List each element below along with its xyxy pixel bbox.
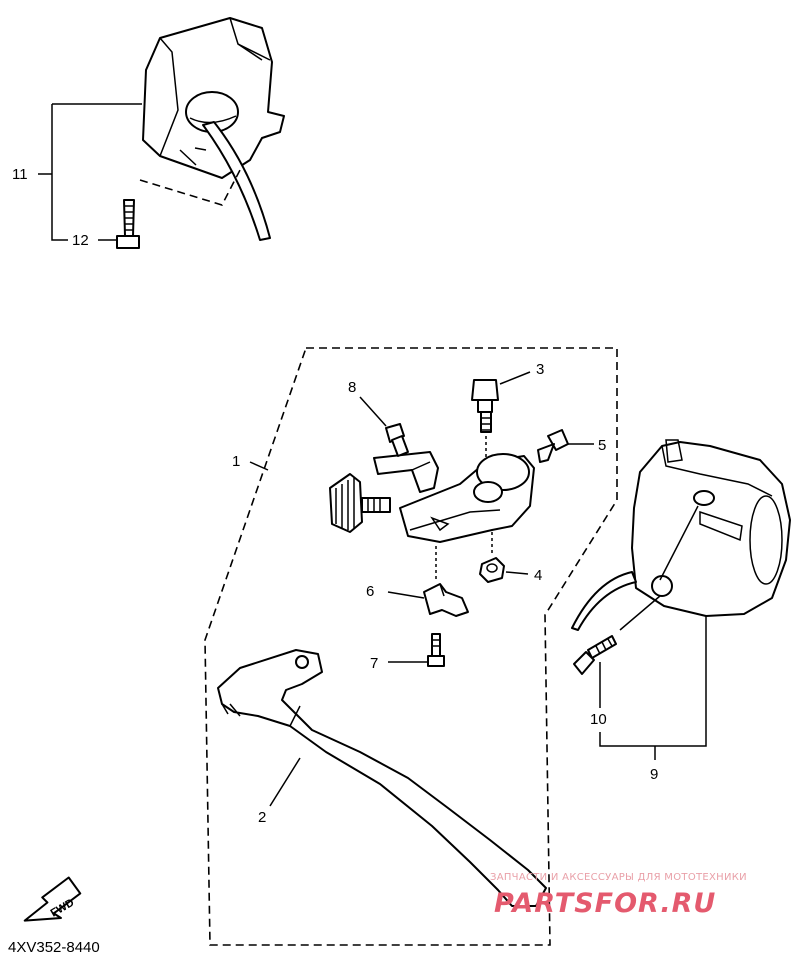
callout-3: 3 — [536, 361, 544, 378]
left-switch-dashed-outline — [139, 169, 241, 206]
callout-7: 7 — [370, 655, 378, 672]
bracket-11-12 — [38, 103, 142, 241]
leader-4 — [505, 571, 529, 575]
screw-7 — [427, 633, 445, 667]
callout-5: 5 — [598, 437, 606, 454]
callout-2: 2 — [258, 809, 266, 826]
leader-8 — [359, 396, 387, 427]
leader-3 — [499, 371, 531, 385]
callout-11: 11 — [12, 166, 28, 183]
bracket-9 — [599, 616, 707, 760]
fwd-arrow-icon: FWD — [23, 876, 82, 922]
clutch-switch-6 — [423, 583, 469, 617]
watermark-brand: PARTSFOR.RU — [494, 888, 716, 919]
clutch-lever-2 — [217, 649, 547, 907]
callout-12: 12 — [72, 232, 89, 249]
drawing-code: 4XV352-8440 — [8, 939, 100, 956]
callout-10: 10 — [590, 711, 607, 728]
left-switch-housing — [142, 17, 285, 241]
watermark-tagline: ЗАПЧАСТИ И АКСЕССУАРЫ ДЛЯ МОТОТЕХНИКИ — [490, 872, 747, 883]
right-switch-housing — [571, 439, 791, 631]
callout-9: 9 — [650, 766, 658, 783]
leader-10 — [599, 595, 661, 708]
nut-4 — [479, 557, 505, 583]
screw-10 — [573, 635, 617, 675]
leader-6 — [387, 591, 425, 599]
callout-4: 4 — [534, 567, 542, 584]
adjuster-knob — [329, 473, 391, 533]
callout-1: 1 — [232, 453, 240, 470]
callout-8: 8 — [348, 379, 356, 396]
bolt-3 — [471, 379, 499, 433]
assembly-dashed-outline — [204, 347, 618, 946]
callout-6: 6 — [366, 583, 374, 600]
screw-12 — [116, 199, 140, 249]
bolt-5 — [537, 429, 569, 463]
leader-1 — [249, 461, 269, 471]
bolt-8 — [385, 423, 409, 457]
leader-2 — [269, 757, 301, 807]
switch-bracket-small — [373, 451, 439, 493]
lever-holder — [399, 453, 535, 543]
